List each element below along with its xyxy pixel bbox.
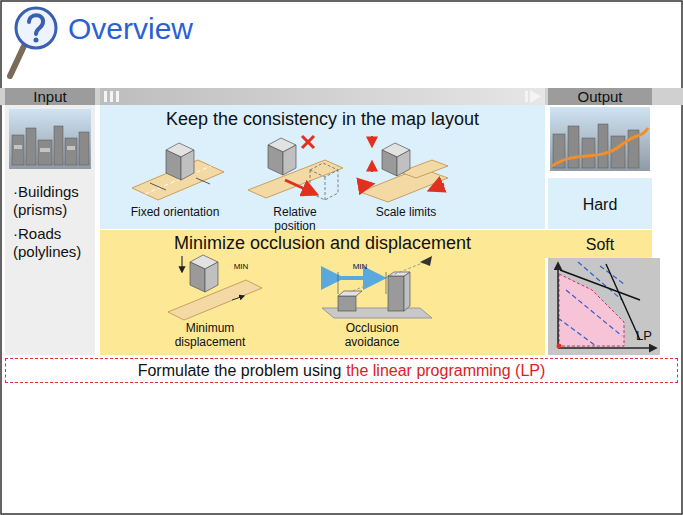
- caption: Minimum displacement: [158, 322, 262, 350]
- panel: Formulate the problem usingthe linear pr…: [5, 358, 678, 383]
- chart-label: LP: [636, 328, 652, 343]
- formulation-highlight: the linear programming (LP): [346, 362, 545, 380]
- panel: Output: [548, 88, 652, 105]
- panel: Input ·Buildings (prisms) ·Roads (polyline…: [5, 88, 95, 355]
- panel: Minimize occlusion and displacement: [100, 230, 545, 355]
- min-tag: MIN: [343, 262, 377, 271]
- min-tag: MIN: [224, 262, 258, 271]
- constraint-type: Hard: [548, 196, 652, 214]
- input-item: ·Roads (polylines): [13, 225, 89, 261]
- slide-title: Overview: [68, 12, 193, 46]
- panel: LP: [548, 258, 660, 355]
- panel-tab: Input: [5, 88, 95, 105]
- formulation-text: Formulate the problem using: [138, 362, 342, 380]
- label-wrap: Occlusion avoidance: [322, 322, 422, 350]
- label-wrap: Minimum displacement: [158, 322, 262, 350]
- title-wrap: Overview: [68, 12, 193, 46]
- caption: Occlusion avoidance: [322, 322, 422, 350]
- panel-tab: Output: [548, 88, 652, 105]
- caption: Scale limits: [358, 206, 454, 220]
- caption: Fixed orientation: [130, 206, 220, 220]
- label-wrap: MIN: [343, 262, 377, 271]
- label-wrap: Relative position: [252, 206, 338, 234]
- input-item: ·Buildings (prisms): [13, 183, 89, 219]
- label-wrap: Soft: [548, 236, 652, 254]
- caption: Relative position: [252, 206, 338, 234]
- label-wrap: Scale limits: [358, 206, 454, 220]
- label-wrap: Fixed orientation: [130, 206, 220, 220]
- band-title: Keep the consistency in the map layout: [100, 109, 545, 130]
- constraint-type: Soft: [548, 236, 652, 254]
- band-title: Minimize occlusion and displacement: [100, 233, 545, 254]
- label-wrap: MIN: [224, 262, 258, 271]
- label-wrap: Hard: [548, 196, 652, 214]
